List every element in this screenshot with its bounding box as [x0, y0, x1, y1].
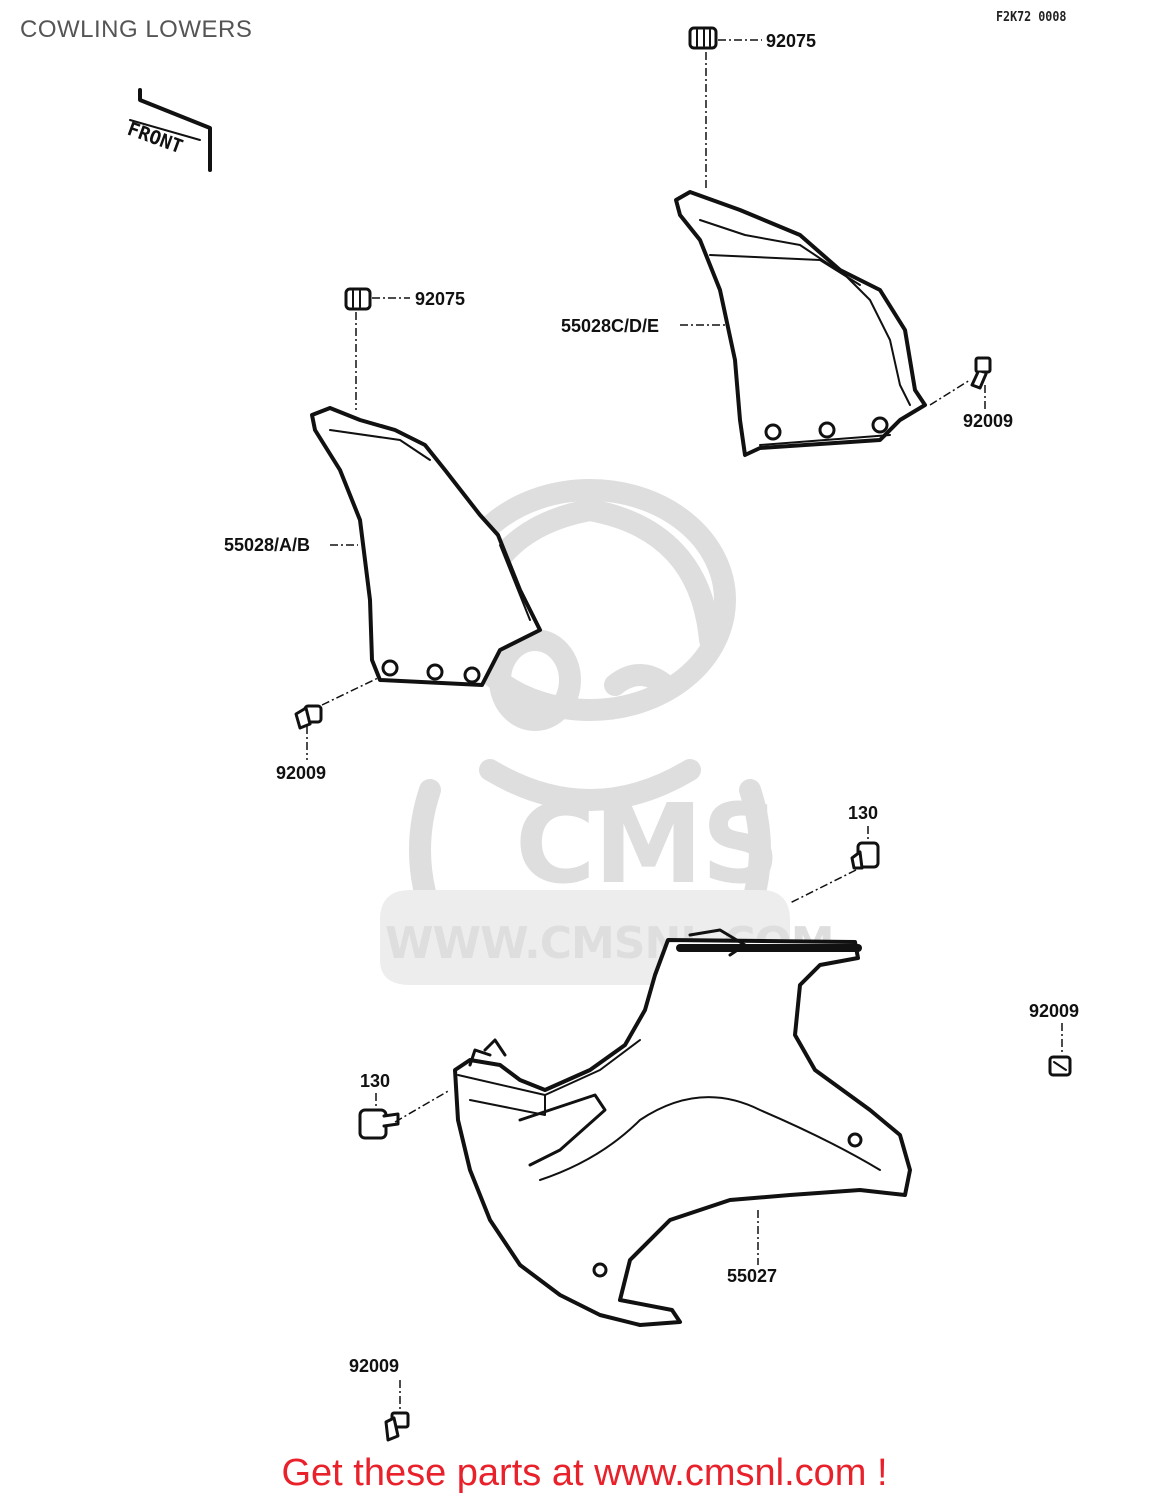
clip-right-shape [688, 26, 718, 50]
page-title: COWLING LOWERS [20, 16, 253, 43]
part-label-bolt-left[interactable]: 92009 [276, 763, 327, 783]
clip-left-shape [344, 287, 372, 311]
part-label-clip-upper-right[interactable]: 92075 [766, 31, 817, 51]
part-label-nut-130-upper[interactable]: 130 [848, 803, 879, 823]
part-label-cowl-right[interactable]: 55028C/D/E [561, 316, 660, 336]
bolt-left-shape [294, 704, 323, 730]
bolt-far-right-shape [1048, 1055, 1072, 1077]
part-label-bolt-right[interactable]: 92009 [963, 411, 1014, 431]
part-label-cowl-left[interactable]: 55028/A/B [224, 535, 311, 555]
part-label-bolt-far-right[interactable]: 92009 [1029, 1001, 1080, 1021]
cowl-left-shape [310, 406, 542, 687]
bolt-bottom-shape [384, 1411, 410, 1442]
part-label-clip-upper-left[interactable]: 92075 [415, 289, 466, 309]
front-tag-frame [129, 88, 212, 172]
part-label-bolt-bottom[interactable]: 92009 [349, 1356, 400, 1376]
nut-130-upper-shape [850, 841, 880, 870]
lower-cowl-shape [453, 928, 912, 1327]
watermark-brand: CMS [515, 780, 780, 908]
figure-code: F2K72 0008 [996, 10, 1067, 25]
cowl-right-shape [674, 190, 927, 457]
part-label-nut-130-lower[interactable]: 130 [360, 1071, 391, 1091]
cta-link[interactable]: Get these parts at www.cmsnl.com ! [281, 1452, 888, 1494]
part-label-lower-cowl[interactable]: 55027 [727, 1266, 778, 1286]
bolt-right-shape [970, 356, 992, 390]
nut-130-lower-shape [358, 1108, 400, 1140]
